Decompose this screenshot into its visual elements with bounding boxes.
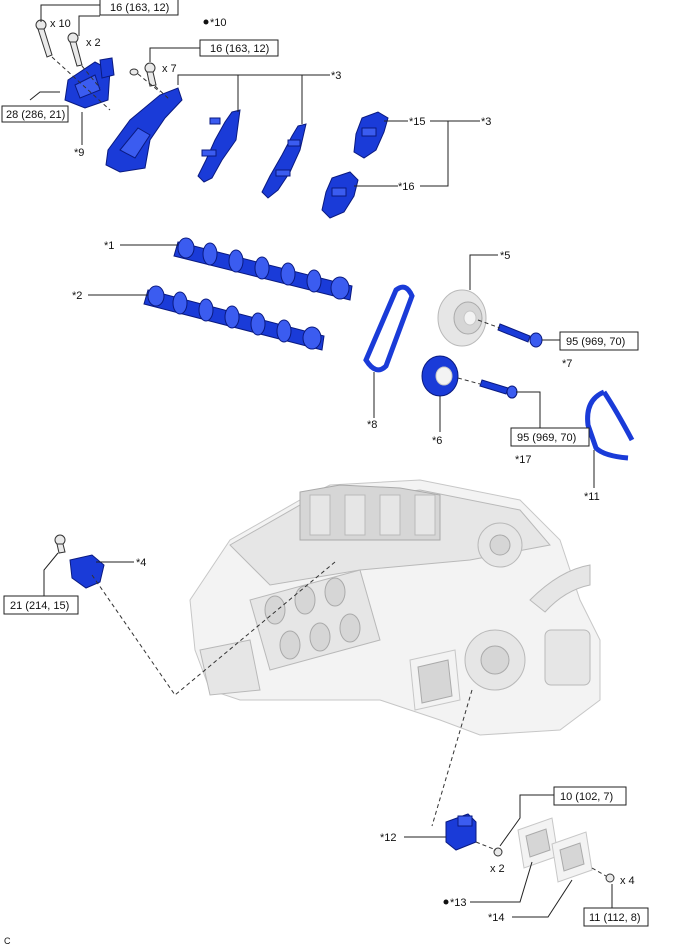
gasket-part-13 (517, 817, 559, 869)
bolt-95nm-lower (479, 379, 518, 399)
tensioner-part-12 (445, 813, 477, 851)
torque-label: 10 (102, 7) (560, 791, 613, 803)
callout-1: *1 (104, 240, 114, 252)
washer-part-10 (129, 68, 139, 76)
callout-5: *5 (500, 250, 510, 262)
torque-spec-95-upper: 95 (969, 70) (559, 331, 639, 351)
timing-chain-part-8 (363, 284, 415, 373)
callout-14: *14 (488, 912, 505, 924)
torque-label: 95 (969, 70) (566, 336, 625, 348)
torque-spec-16-b: 16 (163, 12) (199, 39, 279, 57)
torque-spec-10: 10 (102, 7) (553, 786, 627, 806)
torque-spec-16-a: 16 (163, 12) (99, 0, 179, 16)
bolt-16nm-pair (67, 32, 83, 67)
callout-16: *16 (398, 181, 415, 193)
chain-guide-bracket (105, 87, 183, 173)
leader-lines (29, 4, 613, 918)
torque-label: 11 (112, 8) (589, 912, 641, 924)
bolt-16nm-seven (144, 62, 157, 87)
qty-x2-bottom: x 2 (490, 863, 505, 875)
qty-x2-top: x 2 (86, 37, 101, 49)
torque-spec-11: 11 (112, 8) (583, 907, 649, 927)
callout-9: *9 (74, 147, 84, 159)
callout-2: *2 (72, 290, 82, 302)
engine-assembly (189, 479, 601, 736)
cam-sprocket-part-6 (421, 355, 459, 397)
bracket-part-9 (64, 57, 115, 109)
camshaft-part-1 (173, 237, 353, 301)
callout-11: *11 (584, 491, 600, 503)
torque-label: 95 (969, 70) (517, 432, 576, 444)
qty-x10: x 10 (50, 18, 71, 30)
timing-chain-part-11 (585, 389, 635, 461)
torque-spec-95-lower: 95 (969, 70) (510, 427, 590, 447)
torque-label: 16 (163, 12) (110, 2, 169, 14)
callout-15: *15 (409, 116, 426, 128)
torque-label: 28 (286, 21) (6, 109, 65, 121)
callout-10: *10 (203, 17, 227, 29)
callout-6: *6 (432, 435, 442, 447)
callout-17: *17 (515, 454, 532, 466)
callout-8: *8 (367, 419, 377, 431)
bearing-cap-right (261, 123, 307, 199)
cam-cap-part-15 (353, 111, 389, 159)
chain-tensioner-part-4 (69, 554, 105, 589)
torque-spec-28: 28 (286, 21) (1, 105, 69, 123)
bolt-11nm (605, 873, 615, 883)
bearing-cap-left (197, 109, 241, 183)
cam-timing-gear-part-5 (437, 289, 487, 347)
callout-13: *13 (443, 897, 467, 909)
callout-3-right: *3 (481, 116, 491, 128)
figure-code: C (4, 936, 11, 946)
bolt-10nm (493, 847, 503, 857)
plate-part-14 (551, 831, 593, 883)
callout-7: *7 (562, 358, 572, 370)
qty-x4: x 4 (620, 875, 635, 887)
callout-label: *10 (210, 17, 227, 29)
torque-label: 21 (214, 15) (10, 600, 69, 612)
bolt-21nm (54, 534, 66, 554)
torque-label: 16 (163, 12) (210, 43, 269, 55)
cam-cap-part-16 (321, 171, 359, 219)
torque-spec-21: 21 (214, 15) (3, 595, 79, 615)
callout-label: *13 (450, 897, 467, 909)
callout-3-top: *3 (331, 70, 341, 82)
bolt-95nm-upper (497, 323, 543, 348)
callout-12: *12 (380, 832, 397, 844)
callout-4: *4 (136, 557, 146, 569)
qty-x7: x 7 (162, 63, 177, 75)
camshaft-part-2 (143, 285, 325, 351)
